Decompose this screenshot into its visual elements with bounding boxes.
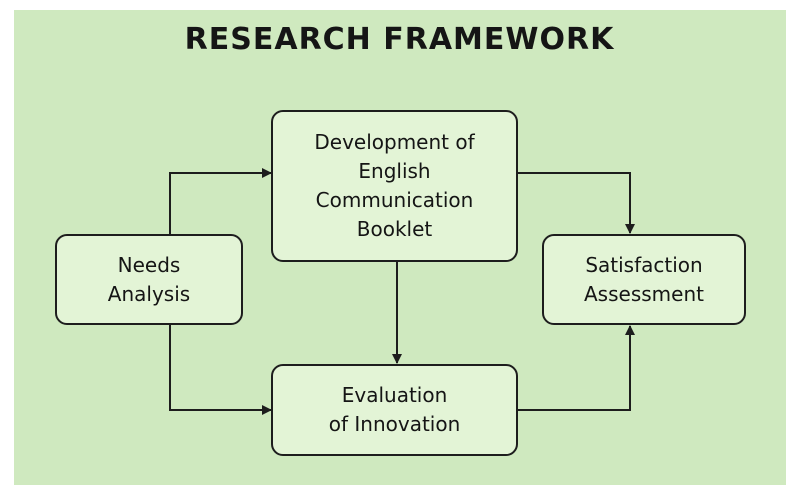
node-label: Analysis	[107, 281, 191, 306]
node-label: of Innovation	[328, 412, 461, 436]
arrow-needs-to-development	[169, 168, 272, 234]
arrow-needs-to-evaluation	[169, 325, 272, 415]
diagram-title: RESEARCH FRAMEWORK	[184, 22, 615, 57]
node-label: Evaluation	[341, 383, 448, 407]
node-label: Booklet	[356, 217, 433, 241]
node-label: Needs	[117, 252, 181, 277]
node-label: Communication	[315, 188, 474, 212]
node-label: Assessment	[584, 281, 704, 306]
node-label: English	[358, 159, 431, 183]
node-evaluation: Evaluation of Innovation	[271, 364, 518, 456]
arrow-evaluation-to-satisfaction	[518, 325, 635, 411]
node-label: Satisfaction	[585, 252, 703, 277]
node-label: Development of	[314, 130, 475, 154]
arrow-development-to-satisfaction	[518, 172, 635, 234]
